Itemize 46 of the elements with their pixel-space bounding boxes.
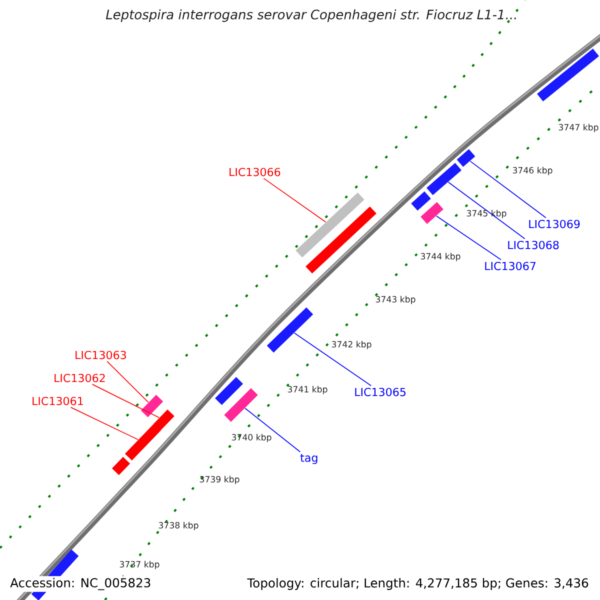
gene-bar <box>140 394 164 418</box>
leader-line <box>448 182 526 240</box>
scale-label: 3741 kbp <box>288 386 328 394</box>
scale-label: 3739 kbp <box>200 476 240 484</box>
leader-line <box>106 360 149 403</box>
gene-bar <box>124 424 162 460</box>
gene-bar <box>224 388 258 422</box>
scale-label: 3745 kbp <box>466 210 506 218</box>
scale-label: 3740 kbp <box>232 434 272 442</box>
gene-label: LIC13063 <box>76 350 126 360</box>
accession-text: Accession: NC_005823 <box>8 576 153 592</box>
leader-line <box>294 332 372 386</box>
gene-label: LIC13062 <box>54 374 105 382</box>
leader-line <box>263 178 326 222</box>
scale-label: 3743 kbp <box>376 296 416 304</box>
scale-label: 3744 kbp <box>420 252 460 262</box>
gene-label: LIC13065 <box>355 388 406 396</box>
gene-bar <box>426 162 462 196</box>
gene-label: LIC13061 <box>32 396 83 406</box>
leader-line <box>244 408 301 452</box>
gene-label: LIC13066 <box>230 168 280 176</box>
leader-line <box>470 160 546 218</box>
gene-label: tag <box>300 454 318 464</box>
gene-bar <box>296 192 364 258</box>
gene-label: LIC13069 <box>529 220 580 228</box>
gene-bar <box>154 409 174 431</box>
gene-bar <box>112 456 130 476</box>
gene-bar <box>537 48 599 102</box>
gene-bar <box>306 206 376 274</box>
gene-bar <box>411 191 431 211</box>
scale-label: 3742 kbp <box>332 340 372 350</box>
gene-bar <box>456 149 476 167</box>
scale-label: 3746 kbp <box>512 166 552 176</box>
map-title: Leptospira interrogans serovar Copenhageni str. Fiocruz L1-1... <box>106 9 516 22</box>
leader-line <box>92 384 160 418</box>
leader-line <box>436 216 502 260</box>
gene-bar <box>214 376 244 406</box>
scale-label: 3737 kbp <box>120 560 160 570</box>
gene-bar <box>266 307 314 353</box>
scale-label: 3738 kbp <box>158 522 198 530</box>
gene-bar <box>420 202 444 224</box>
gene-label: LIC13067 <box>485 262 536 270</box>
gene-label: LIC13068 <box>508 240 559 250</box>
leader-line <box>70 406 139 440</box>
scale-label: 3747 kbp <box>558 124 598 132</box>
genome-info-text: Topology: circular; Length: 4,277,185 bp; Genes: 3,436 <box>245 576 591 592</box>
